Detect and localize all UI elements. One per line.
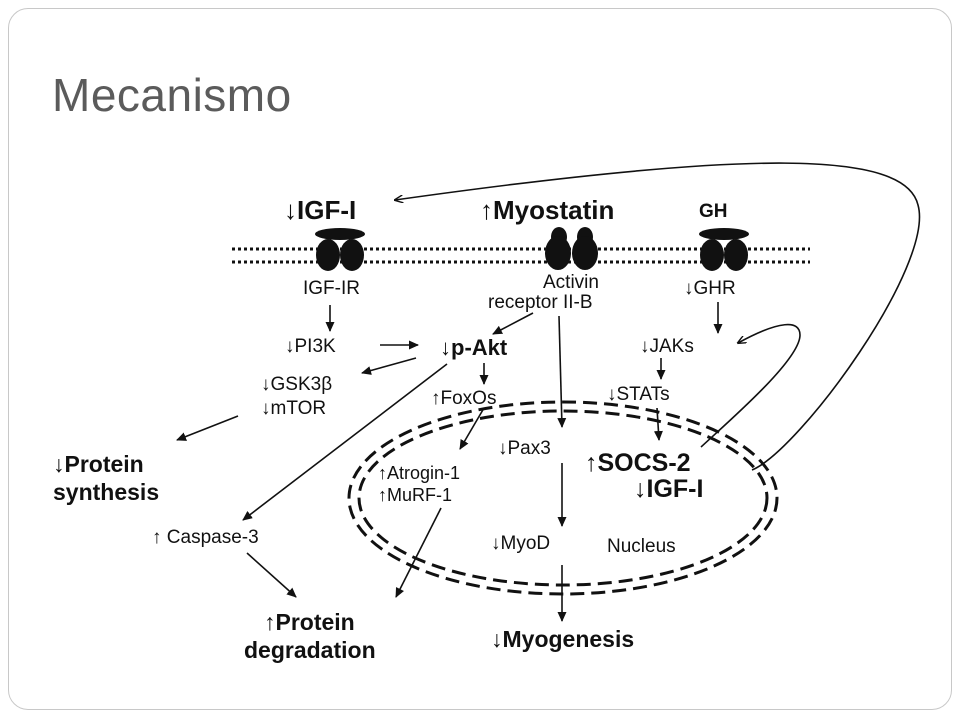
pi3k-label: ↓PI3K <box>285 336 336 357</box>
protein-synthesis-label-line1: ↓Protein <box>53 451 144 477</box>
p-akt-label: ↓p-Akt <box>440 335 508 360</box>
atrogin1-label: ↑Atrogin-1 <box>378 463 460 483</box>
jaks-label: ↓JAKs <box>640 336 694 357</box>
arrow-mtor-protein-synthesis <box>176 415 239 441</box>
arrow-activin-pax3 <box>557 315 567 428</box>
activin-label: Activin <box>543 272 599 293</box>
murf1-label: ↑MuRF-1 <box>378 485 452 505</box>
pathway-labels: ↓IGF-I ↑Myostatin GH IGF-IR Activin rece… <box>53 195 736 663</box>
activin-receptor-icon <box>545 227 598 270</box>
slide-frame <box>8 8 952 710</box>
arrow-pakt-gsk3b <box>361 357 417 375</box>
arrow-murf-protein-degradation <box>395 507 442 598</box>
arrow-stats-socs2 <box>653 407 663 441</box>
gh-label: GH <box>699 201 728 222</box>
arrow-activin-pakt <box>492 312 534 335</box>
pax3-label: ↓Pax3 <box>498 438 551 459</box>
igf-ir-label: IGF-IR <box>303 278 360 299</box>
protein-degradation-label-line1: ↑Protein <box>264 609 355 635</box>
igf-ir-receptor-icon <box>315 228 365 271</box>
myod-label: ↓MyoD <box>491 533 550 554</box>
ghr-label: ↓GHR <box>684 278 736 299</box>
nucleus-label: Nucleus <box>607 536 676 557</box>
slide-title: Mecanismo <box>52 69 292 121</box>
gsk3b-label: ↓GSK3β <box>261 374 332 395</box>
arrow-feedback-socs2-jaks <box>700 323 801 448</box>
ghr-receptor-icon <box>699 228 749 271</box>
arrow-feedback-igf1 <box>395 162 921 471</box>
activin-receptor-label: receptor II-B <box>488 292 593 313</box>
nucleus-membrane <box>347 400 779 596</box>
arrow-pakt-caspase3 <box>242 363 448 521</box>
igf1-extracellular-label: ↓IGF-I <box>284 195 356 225</box>
protein-degradation-label-line2: degradation <box>244 637 376 663</box>
stats-label: ↓STATs <box>607 384 670 405</box>
foxos-label: ↑FoxOs <box>431 388 496 409</box>
arrow-caspase3-protein-degradation <box>246 552 297 598</box>
igf1-nuclear-label: ↓IGF-I <box>634 475 703 503</box>
myogenesis-label: ↓Myogenesis <box>491 626 634 652</box>
mtor-label: ↓mTOR <box>261 398 326 419</box>
myostatin-label: ↑Myostatin <box>480 195 614 225</box>
protein-synthesis-label-line2: synthesis <box>53 479 159 505</box>
socs2-label: ↑SOCS-2 <box>585 449 691 477</box>
pathway-arrows <box>176 162 921 622</box>
caspase3-label: ↑ Caspase-3 <box>152 527 259 548</box>
arrow-foxos-atrogin <box>459 407 485 450</box>
